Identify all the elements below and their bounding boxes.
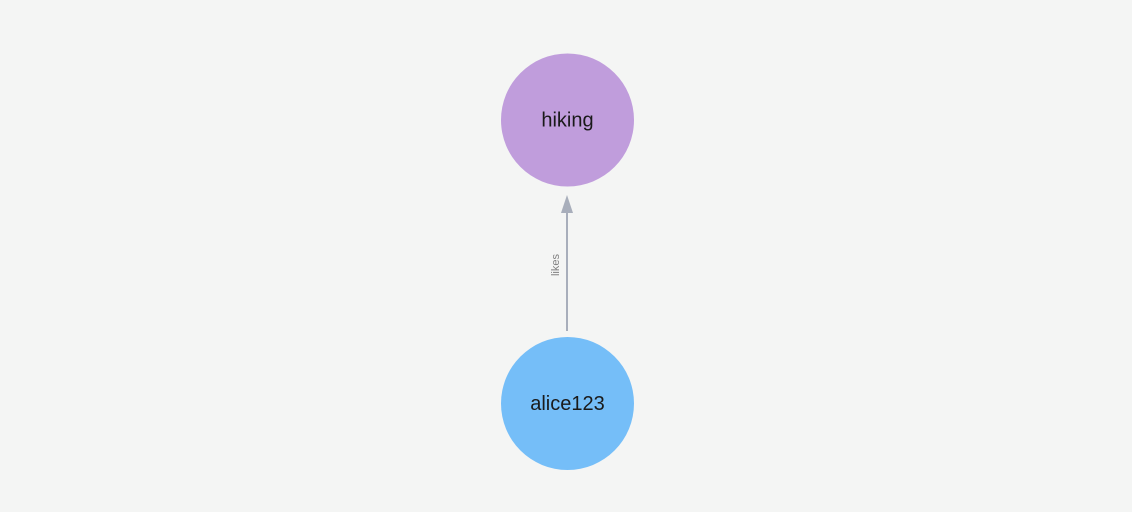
graph-node-hiking[interactable]: hiking <box>501 53 634 187</box>
node-circle[interactable] <box>501 337 634 470</box>
node-label: hiking <box>541 109 593 131</box>
edge-label: likes <box>550 254 562 277</box>
node-circle[interactable] <box>501 53 634 187</box>
graph-edge-likes[interactable]: likes <box>550 195 573 331</box>
node-label: alice123 <box>530 393 605 415</box>
graph-node-alice123[interactable]: alice123 <box>501 337 634 470</box>
edge-arrowhead-icon <box>561 195 573 213</box>
